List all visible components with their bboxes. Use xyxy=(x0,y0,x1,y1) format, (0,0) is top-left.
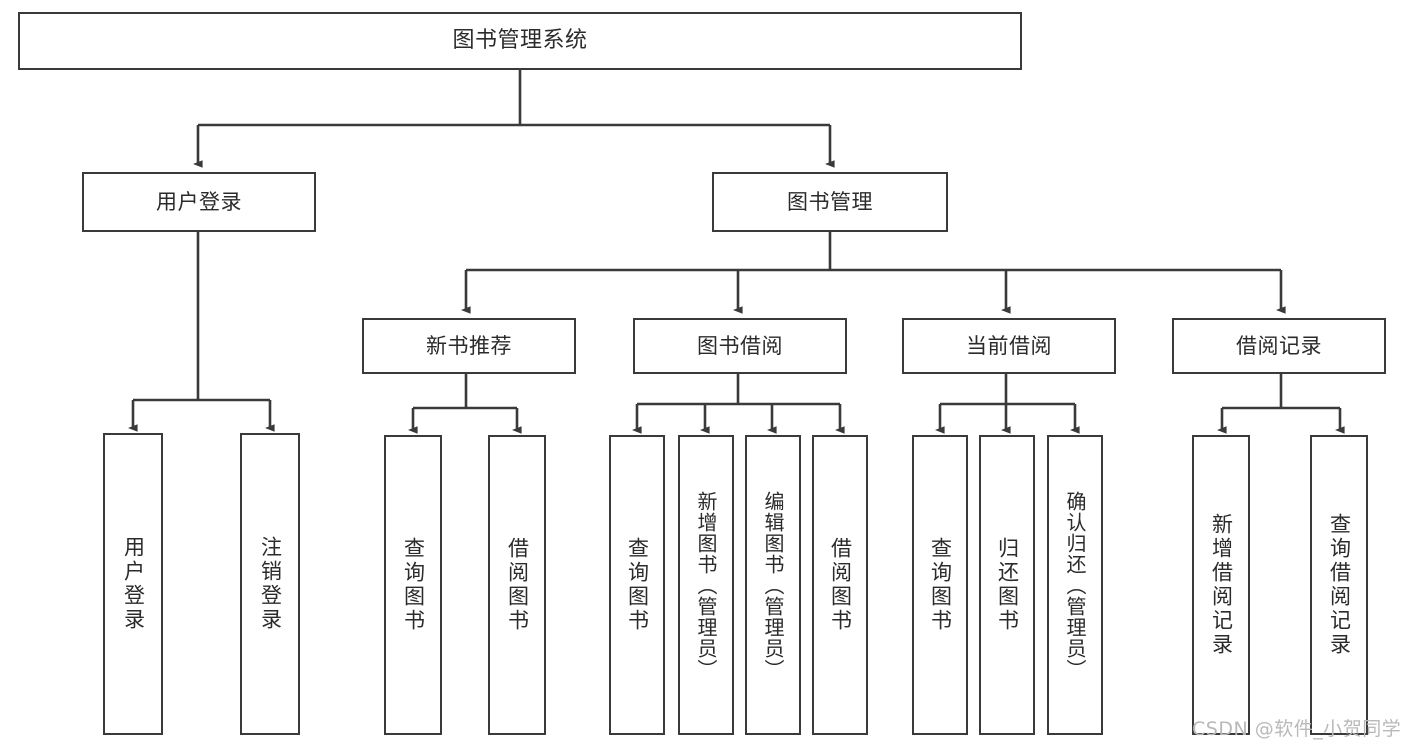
csdn-watermark: CSDN @软件_小贺同学 xyxy=(1192,718,1402,740)
node-current-borrow-label: 当前借阅 xyxy=(966,333,1052,358)
leaf-borrow-add-book-label: 新增图书（管理员） xyxy=(694,490,718,680)
node-book-management-label: 图书管理 xyxy=(787,189,873,214)
leaf-current-confirm-return[interactable]: 确认归还（管理员） xyxy=(1047,435,1103,735)
leaf-user-login-label: 用户登录 xyxy=(121,536,146,632)
leaf-recommend-query-book-label: 查询图书 xyxy=(401,537,426,633)
leaf-borrow-query-book[interactable]: 查询图书 xyxy=(609,435,665,735)
node-book-borrow[interactable]: 图书借阅 xyxy=(633,318,847,374)
node-user-login-label: 用户登录 xyxy=(156,189,242,214)
leaf-recommend-borrow-book-label: 借阅图书 xyxy=(505,537,530,633)
leaf-current-return-book[interactable]: 归还图书 xyxy=(979,435,1035,735)
leaf-borrow-add-book[interactable]: 新增图书（管理员） xyxy=(678,435,734,735)
node-borrow-record[interactable]: 借阅记录 xyxy=(1172,318,1386,374)
node-current-borrow[interactable]: 当前借阅 xyxy=(902,318,1116,374)
leaf-record-add[interactable]: 新增借阅记录 xyxy=(1192,435,1250,735)
leaf-borrow-borrow-book-label: 借阅图书 xyxy=(828,537,853,633)
leaf-borrow-edit-book[interactable]: 编辑图书（管理员） xyxy=(745,435,801,735)
node-new-book-recommend[interactable]: 新书推荐 xyxy=(362,318,576,374)
node-borrow-record-label: 借阅记录 xyxy=(1236,333,1322,358)
leaf-user-login[interactable]: 用户登录 xyxy=(103,433,163,735)
node-root-label: 图书管理系统 xyxy=(452,28,588,54)
leaf-current-query-book-label: 查询图书 xyxy=(928,537,953,633)
node-new-book-recommend-label: 新书推荐 xyxy=(426,333,512,358)
node-root[interactable]: 图书管理系统 xyxy=(18,12,1022,70)
node-book-borrow-label: 图书借阅 xyxy=(697,333,783,358)
node-book-management[interactable]: 图书管理 xyxy=(712,172,948,232)
leaf-current-return-book-label: 归还图书 xyxy=(995,537,1020,633)
leaf-borrow-query-book-label: 查询图书 xyxy=(625,537,650,633)
leaf-recommend-query-book[interactable]: 查询图书 xyxy=(384,435,442,735)
leaf-user-logout[interactable]: 注销登录 xyxy=(240,433,300,735)
leaf-user-logout-label: 注销登录 xyxy=(258,536,283,632)
leaf-current-confirm-return-label: 确认归还（管理员） xyxy=(1063,490,1087,680)
leaf-borrow-borrow-book[interactable]: 借阅图书 xyxy=(812,435,868,735)
leaf-record-add-label: 新增借阅记录 xyxy=(1209,513,1234,657)
leaf-recommend-borrow-book[interactable]: 借阅图书 xyxy=(488,435,546,735)
leaf-current-query-book[interactable]: 查询图书 xyxy=(912,435,968,735)
leaf-record-query-label: 查询借阅记录 xyxy=(1327,513,1352,657)
leaf-borrow-edit-book-label: 编辑图书（管理员） xyxy=(761,490,785,680)
node-user-login[interactable]: 用户登录 xyxy=(82,172,316,232)
leaf-record-query[interactable]: 查询借阅记录 xyxy=(1310,435,1368,735)
